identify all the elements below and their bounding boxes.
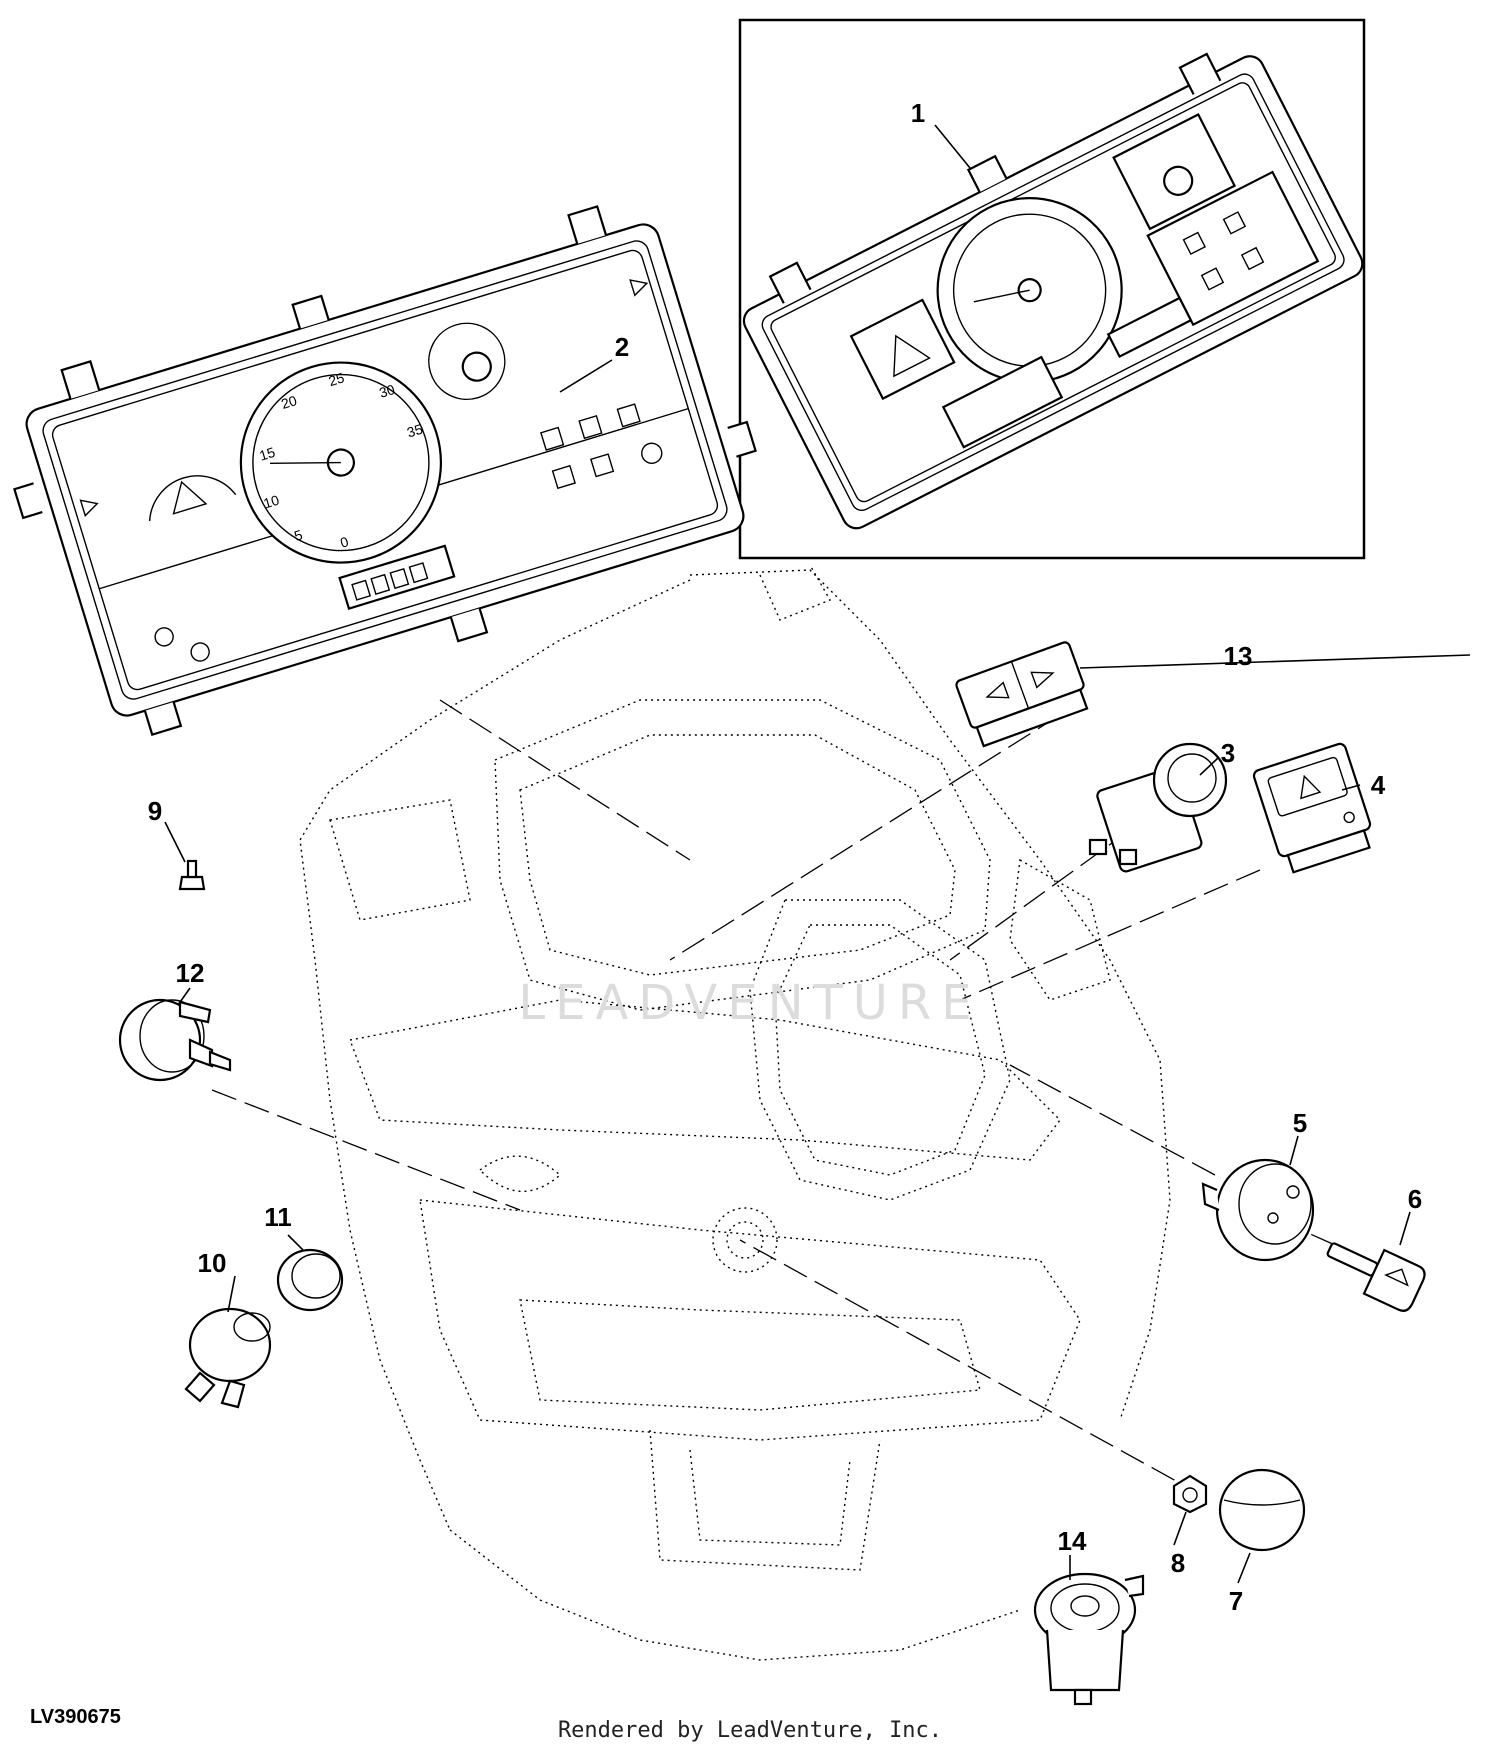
inset-box xyxy=(738,18,1366,560)
callout-13-label: 13 xyxy=(1224,641,1253,671)
mounting-screw xyxy=(178,859,206,891)
callout-14: 14 xyxy=(1058,1526,1087,1556)
assembly-lines xyxy=(211,699,1336,1498)
callout-2: 2 xyxy=(615,332,629,362)
hazard-switch xyxy=(1252,742,1372,874)
gauge-number: 35 xyxy=(405,421,425,441)
gauge-number: 10 xyxy=(261,492,281,512)
instrument-cluster-front: 0 5 10 15 20 25 30 35 xyxy=(13,205,757,737)
gauge-number: 25 xyxy=(327,369,347,389)
gauge-number: 30 xyxy=(377,381,397,401)
diagram-code: LV390675 xyxy=(30,1706,121,1728)
round-sender xyxy=(118,998,232,1082)
callout-3: 3 xyxy=(1221,738,1235,768)
push-button-switch xyxy=(184,1307,272,1409)
callout-1: 1 xyxy=(911,98,925,128)
callout-5: 5 xyxy=(1293,1108,1307,1138)
watermark: LEADVENTURE xyxy=(518,975,982,1031)
callout-6: 6 xyxy=(1408,1184,1422,1214)
callout-12: 12 xyxy=(176,958,205,988)
gauge-number: 15 xyxy=(257,444,277,464)
callout-9: 9 xyxy=(148,796,162,826)
hex-nut xyxy=(1172,1474,1208,1514)
dashboard-housing-outline xyxy=(299,564,1171,1661)
callout-7: 7 xyxy=(1229,1586,1243,1616)
push-button-cap xyxy=(276,1248,344,1312)
instrument-cluster-rear xyxy=(742,52,1364,530)
callouts: 1 2 3 4 5 6 7 8 9 10 11 12 13 13 14 xyxy=(148,98,1422,1616)
callout-8: 8 xyxy=(1171,1548,1185,1578)
rotary-switch xyxy=(1088,742,1228,873)
turn-signal-switch xyxy=(955,641,1089,748)
ignition-key xyxy=(1326,1242,1426,1312)
round-cap xyxy=(1218,1468,1306,1552)
gauge-number: 20 xyxy=(279,392,299,412)
power-outlet xyxy=(1033,1572,1145,1706)
callout-11: 11 xyxy=(264,1202,292,1232)
callout-4: 4 xyxy=(1371,770,1386,800)
callout-10: 10 xyxy=(198,1248,227,1278)
render-credit: Rendered by LeadVenture, Inc. xyxy=(557,1718,943,1743)
key-switch xyxy=(1201,1158,1315,1262)
leader-lines xyxy=(164,124,1471,1584)
